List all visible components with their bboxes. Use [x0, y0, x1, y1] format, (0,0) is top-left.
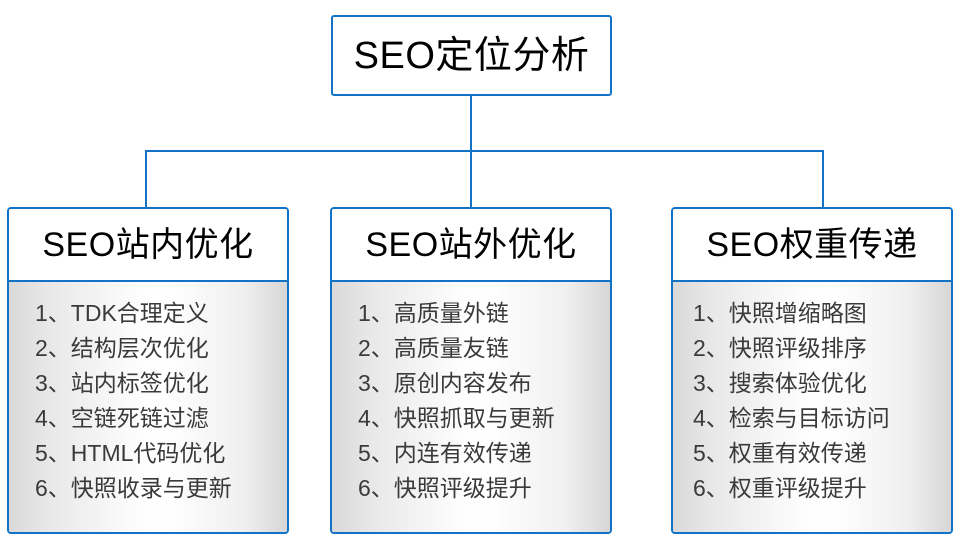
branch-card-2-title: SEO站外优化	[365, 225, 577, 264]
branch-card-1[interactable]: SEO站内优化 1、TDK合理定义 2、结构层次优化 3、站内标签优化 4、空链…	[7, 207, 289, 534]
connector-drop-branch-1	[145, 150, 147, 208]
list-item: 5、HTML代码优化	[35, 440, 226, 466]
branch-card-3-list: 1、快照增缩略图 2、快照评级排序 3、搜索体验优化 4、检索与目标访问 5、权…	[673, 296, 951, 506]
list-item: 1、TDK合理定义	[35, 300, 209, 326]
list-item: 3、搜索体验优化	[693, 370, 867, 396]
branch-card-2[interactable]: SEO站外优化 1、高质量外链 2、高质量友链 3、原创内容发布 4、快照抓取与…	[330, 207, 612, 534]
list-item: 1、高质量外链	[358, 300, 509, 326]
list-item: 6、快照评级提升	[358, 475, 532, 501]
branch-card-3-header: SEO权重传递	[673, 209, 951, 282]
list-item: 6、快照收录与更新	[35, 475, 232, 501]
list-item: 2、结构层次优化	[35, 335, 209, 361]
list-item: 3、站内标签优化	[35, 370, 209, 396]
list-item: 2、高质量友链	[358, 335, 509, 361]
branch-card-3[interactable]: SEO权重传递 1、快照增缩略图 2、快照评级排序 3、搜索体验优化 4、检索与…	[671, 207, 953, 534]
branch-card-3-title: SEO权重传递	[706, 225, 918, 264]
list-item: 6、权重评级提升	[693, 475, 867, 501]
list-item: 5、内连有效传递	[358, 440, 532, 466]
branch-card-1-header: SEO站内优化	[9, 209, 287, 282]
connector-drop-branch-2	[470, 150, 472, 208]
list-item: 3、原创内容发布	[358, 370, 532, 396]
root-node[interactable]: SEO定位分析	[331, 15, 612, 96]
list-item: 4、检索与目标访问	[693, 405, 890, 431]
list-item: 4、空链死链过滤	[35, 405, 209, 431]
list-item: 5、权重有效传递	[693, 440, 867, 466]
branch-card-2-header: SEO站外优化	[332, 209, 610, 282]
connector-drop-branch-3	[822, 150, 824, 208]
list-item: 4、快照抓取与更新	[358, 405, 555, 431]
branch-card-3-body: 1、快照增缩略图 2、快照评级排序 3、搜索体验优化 4、检索与目标访问 5、权…	[673, 282, 951, 532]
connector-root-stem	[470, 95, 472, 152]
branch-card-2-body: 1、高质量外链 2、高质量友链 3、原创内容发布 4、快照抓取与更新 5、内连有…	[332, 282, 610, 532]
connector-horizontal-bus	[145, 150, 824, 152]
root-node-label: SEO定位分析	[353, 34, 590, 77]
branch-card-2-list: 1、高质量外链 2、高质量友链 3、原创内容发布 4、快照抓取与更新 5、内连有…	[332, 296, 610, 506]
branch-card-1-body: 1、TDK合理定义 2、结构层次优化 3、站内标签优化 4、空链死链过滤 5、H…	[9, 282, 287, 532]
branch-card-1-title: SEO站内优化	[42, 225, 254, 264]
list-item: 1、快照增缩略图	[693, 300, 867, 326]
list-item: 2、快照评级排序	[693, 335, 867, 361]
branch-card-1-list: 1、TDK合理定义 2、结构层次优化 3、站内标签优化 4、空链死链过滤 5、H…	[9, 296, 287, 506]
